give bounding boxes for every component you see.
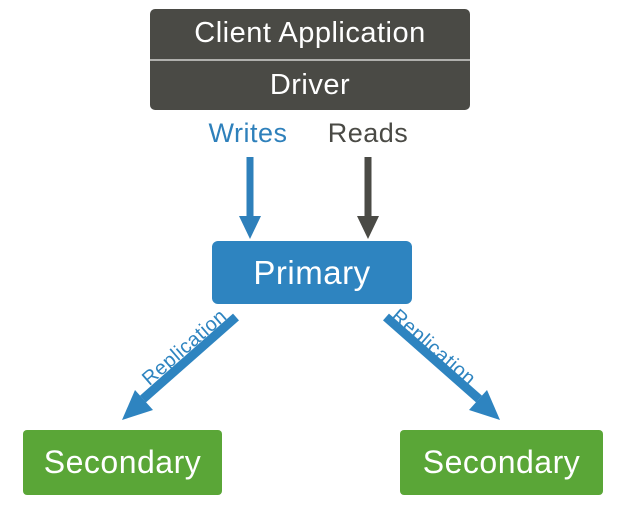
client-driver-divider bbox=[150, 58, 470, 61]
secondary-node-right: Secondary bbox=[400, 430, 603, 495]
writes-arrow bbox=[239, 157, 261, 239]
client-application-label: Client Application bbox=[194, 17, 426, 50]
replication-label-right: Replication bbox=[386, 305, 480, 391]
reads-label: Reads bbox=[327, 118, 409, 148]
secondary-node-left: Secondary bbox=[23, 430, 222, 495]
client-application-box: Client Application Driver bbox=[150, 9, 470, 110]
reads-arrow bbox=[357, 157, 379, 239]
driver-label: Driver bbox=[269, 68, 351, 101]
primary-node: Primary bbox=[212, 241, 412, 304]
replication-label-left: Replication bbox=[138, 305, 232, 391]
writes-label: Writes bbox=[208, 118, 288, 148]
